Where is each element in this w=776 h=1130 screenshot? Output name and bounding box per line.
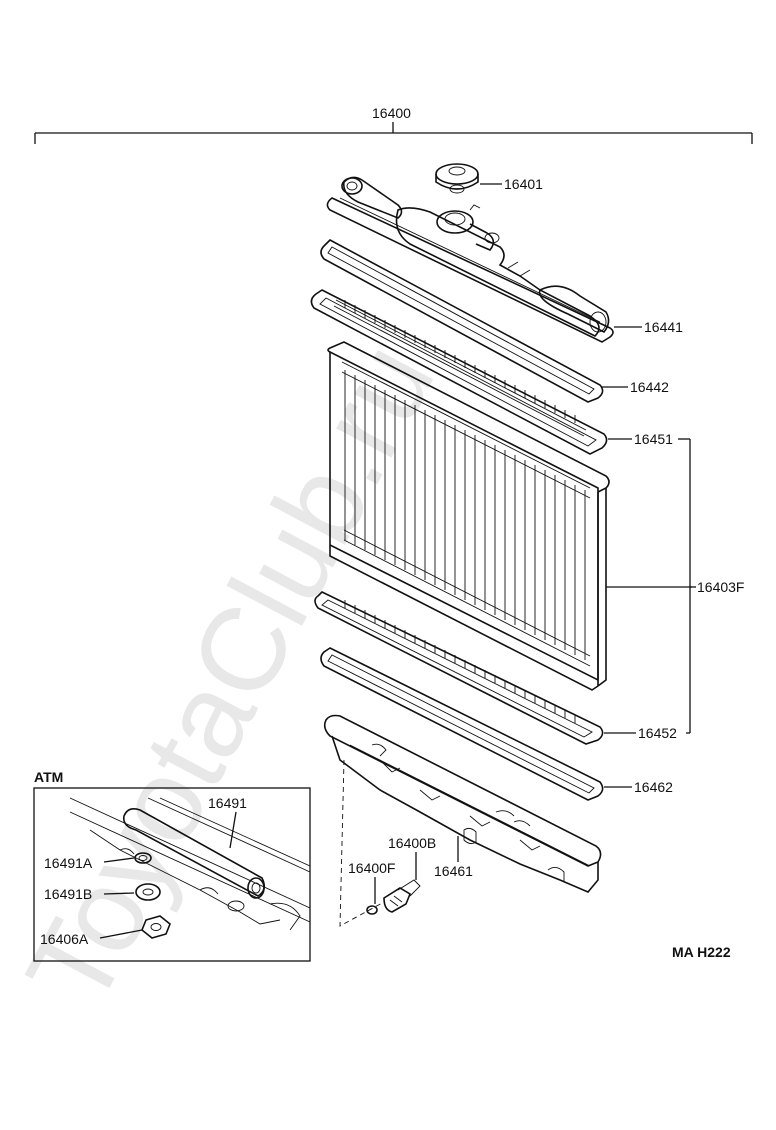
label-upper-plate: 16451: [634, 431, 673, 447]
label-assembly: 16400: [372, 105, 411, 121]
leader-washer-b: [103, 892, 135, 895]
figure-code: MA H222: [672, 944, 731, 960]
dashed-assembly-line: [339, 759, 385, 927]
label-drain-cock: 16400B: [388, 835, 436, 851]
upper-gasket-drawing: [320, 239, 604, 403]
leader-oil-cooler-pipe: [229, 811, 237, 849]
lower-gasket-drawing: [320, 647, 604, 801]
label-lower-tank: 16461: [434, 863, 473, 879]
label-washer-b: 16491B: [44, 886, 92, 902]
drain-cock-drawing: [383, 879, 421, 913]
assembly-bracket: [34, 122, 753, 144]
inset-frame: [33, 787, 311, 962]
upper-tank-drawing: [326, 176, 614, 343]
label-upper-tank: 16441: [644, 319, 683, 335]
label-nut: 16406A: [40, 931, 89, 947]
leader-washer-a: [103, 857, 135, 863]
lower-tank-drawing: [323, 714, 602, 893]
label-core: 16403F: [697, 579, 744, 595]
inset-drawing: [69, 797, 311, 931]
radiator-cap-drawing: [435, 163, 479, 194]
label-washer-a: 16491A: [44, 855, 93, 871]
inset-title: ATM: [34, 769, 63, 785]
leader-nut: [99, 929, 143, 939]
upper-plate-drawing: [310, 289, 608, 455]
label-oil-cooler-pipe: 16491: [208, 795, 247, 811]
label-upper-gasket: 16442: [630, 379, 669, 395]
label-lower-plate: 16452: [638, 725, 677, 741]
watermark: ToyotaClub.ru: [1, 322, 459, 1027]
core-group-bracket: [686, 439, 696, 734]
core-drawing: [327, 341, 610, 691]
drain-oring-drawing: [366, 877, 378, 915]
label-radiator-cap: 16401: [504, 176, 543, 192]
label-lower-gasket: 16462: [634, 779, 673, 795]
lower-plate-drawing: [314, 591, 604, 745]
label-drain-oring: 16400F: [348, 860, 395, 876]
washer-b-drawing: [135, 883, 161, 901]
